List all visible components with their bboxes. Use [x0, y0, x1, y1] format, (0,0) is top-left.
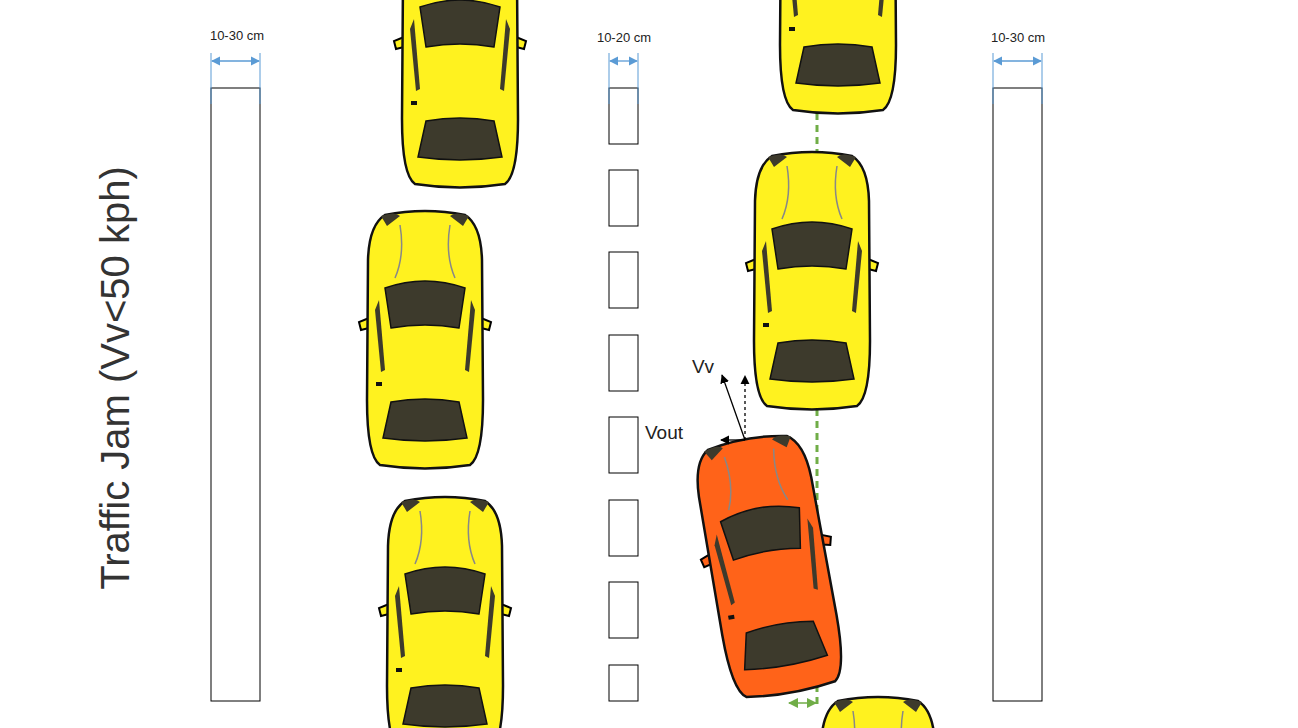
velocity-vectors — [721, 375, 745, 440]
dashed-line — [609, 500, 638, 556]
car — [379, 497, 511, 728]
car — [772, 0, 904, 114]
dimension-arrows — [211, 53, 1042, 104]
vector-label: Vv — [692, 357, 714, 378]
title: Traffic Jam (Vv<50 kph) — [93, 166, 137, 589]
offset-arrow — [789, 702, 816, 704]
car — [394, 0, 526, 188]
car — [359, 211, 491, 469]
dimension-label: 10-20 cm — [597, 31, 651, 45]
dimension-label: 10-30 cm — [210, 29, 264, 43]
dashed-line — [609, 417, 638, 473]
dashed-line — [609, 88, 638, 144]
solid-line — [211, 88, 260, 701]
dashed-line — [609, 252, 638, 308]
car — [746, 152, 878, 410]
car — [682, 427, 857, 704]
dashed-line — [609, 665, 638, 701]
dashed-line — [609, 170, 638, 226]
dimension-label: 10-30 cm — [991, 31, 1045, 45]
vector-label: Vout — [645, 423, 683, 444]
dashed-line — [609, 335, 638, 391]
solid-line — [993, 88, 1042, 701]
dashed-line — [609, 582, 638, 638]
lane-markings — [211, 88, 1042, 701]
car — [812, 697, 944, 728]
